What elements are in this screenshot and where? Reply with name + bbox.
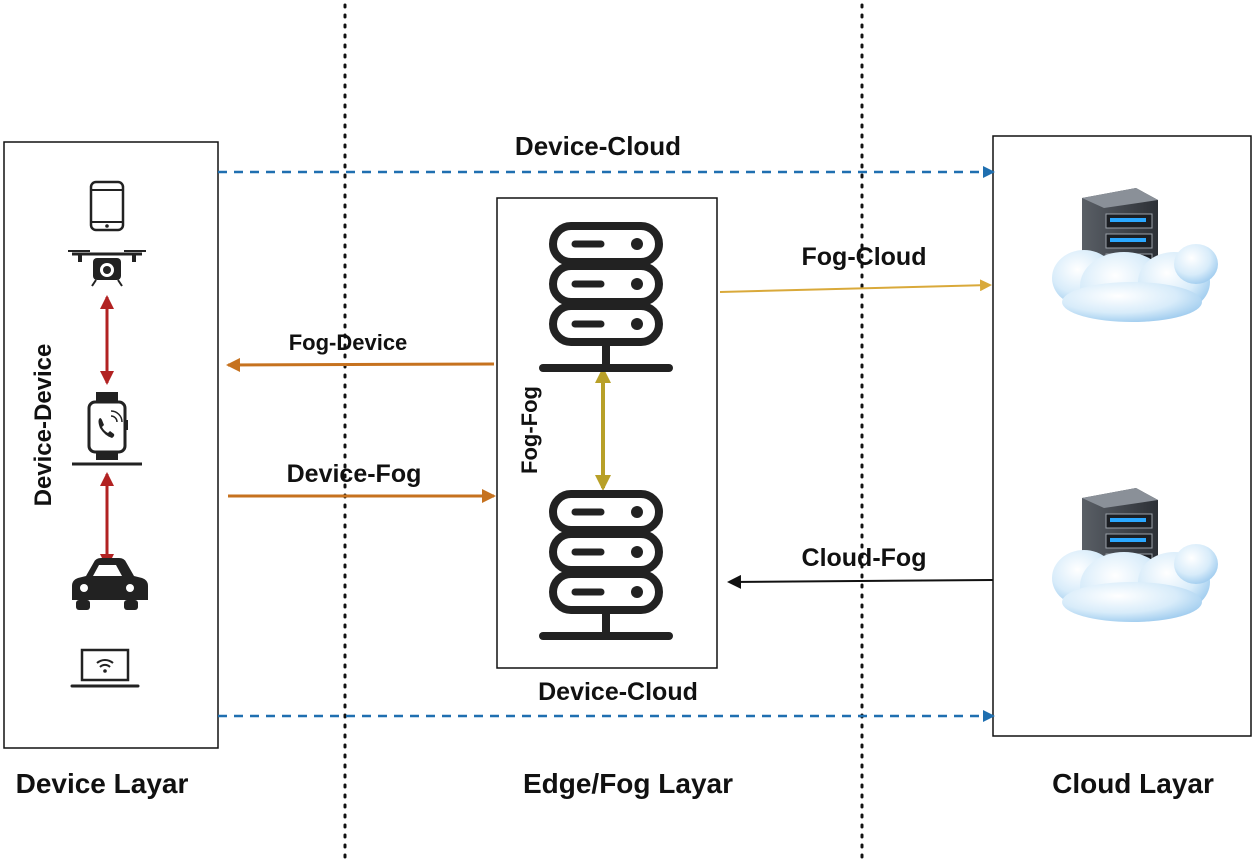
drone-icon	[68, 250, 146, 287]
smartwatch-icon	[72, 392, 142, 466]
device-layer-box	[3, 141, 219, 749]
fog-cloud-label: Fog-Cloud	[802, 243, 927, 271]
fog-device-arrow	[226, 357, 495, 372]
fog-fog-label: Fog-Fog	[517, 386, 542, 474]
device-layer-label: Device Layar	[16, 768, 189, 799]
cloud-fog-label: Cloud-Fog	[802, 544, 927, 572]
device-cloud-top-label: Device-Cloud	[515, 131, 681, 161]
smartphone-icon	[89, 180, 125, 232]
fog-layer-label: Edge/Fog Layar	[523, 768, 733, 799]
device-device-label: Device-Device	[30, 344, 57, 507]
device-fog-label: Device-Fog	[287, 460, 422, 488]
device-cloud-bottom-label: Device-Cloud	[538, 678, 698, 706]
fog-cloud-arrow	[719, 279, 992, 293]
car-icon	[72, 558, 148, 610]
fog-device-label: Fog-Device	[289, 330, 408, 355]
cloud-fog-arrow	[727, 574, 994, 589]
cloud-layer-label: Cloud Layar	[1052, 768, 1214, 799]
laptop-icon	[70, 648, 140, 688]
